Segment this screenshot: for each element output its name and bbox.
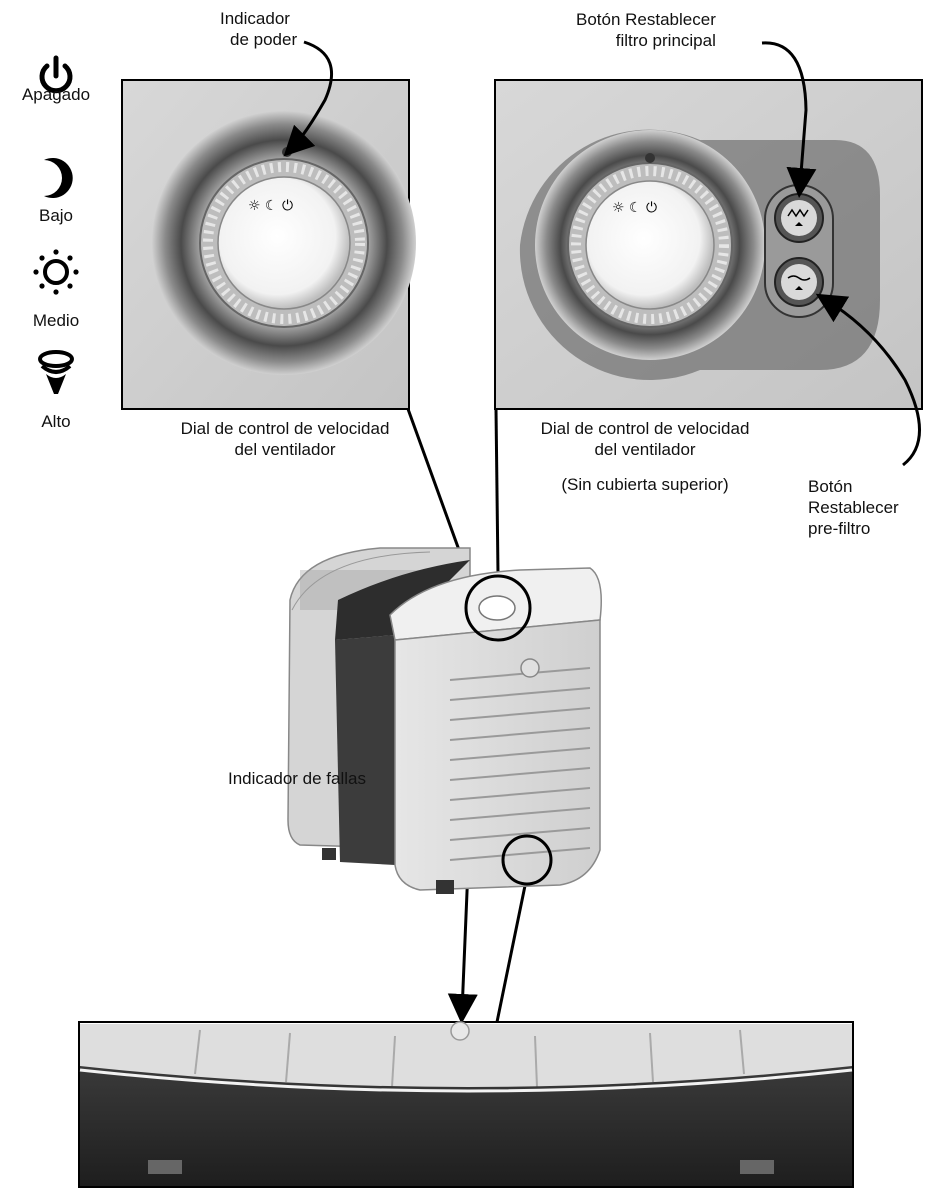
fault-indicator-label: Indicador de fallas	[228, 769, 366, 788]
sun-icon	[33, 249, 79, 295]
main-filter-arrow	[761, 41, 817, 198]
legend-low-label: Bajo	[38, 206, 74, 225]
main-filter-reset-button[interactable]	[774, 193, 824, 243]
power-indicator-light	[282, 147, 292, 157]
leader-line-right	[494, 408, 500, 575]
base-detail-panel	[78, 1021, 854, 1188]
callout-circle-dial	[464, 574, 532, 642]
right-dial-panel: ☼ ☾ ⏻	[494, 79, 923, 410]
svg-text:☼ ☾ ⏻: ☼ ☾ ⏻	[248, 198, 293, 214]
power-indicator-label: Indicador de poder	[220, 9, 298, 49]
legend-off-label: Apagado	[21, 85, 91, 104]
tornado-icon	[38, 350, 74, 394]
unit-speed-dial	[478, 595, 516, 621]
fault-indicator-light	[450, 1021, 470, 1041]
svg-text:☼ ☾ ⏻: ☼ ☾ ⏻	[612, 200, 657, 216]
callout-circle-base	[501, 834, 553, 886]
prefilter-arrow	[815, 293, 921, 467]
legend-medium-label: Medio	[32, 311, 80, 330]
air-purifier-illustration	[287, 547, 602, 894]
prefilter-reset-button[interactable]	[774, 257, 824, 307]
power-indicator-arrow	[283, 40, 334, 157]
left-dial-caption: Dial de control de velocidad del ventila…	[180, 419, 390, 459]
left-dial-panel: ☼ ☾ ⏻	[121, 79, 416, 410]
prefilter-reset-label: Botón Restablecer pre-filtro	[808, 477, 899, 538]
power-icon	[39, 55, 73, 94]
no-cover-note: (Sin cubierta superior)	[561, 475, 729, 494]
right-dial-caption: Dial de control de velocidad del ventila…	[540, 419, 750, 459]
main-filter-reset-label: Botón Restablecer filtro principal	[576, 10, 716, 50]
leader-line-bottom	[495, 875, 529, 1023]
legend-high-label: Alto	[41, 412, 71, 431]
moon-icon	[44, 158, 73, 198]
